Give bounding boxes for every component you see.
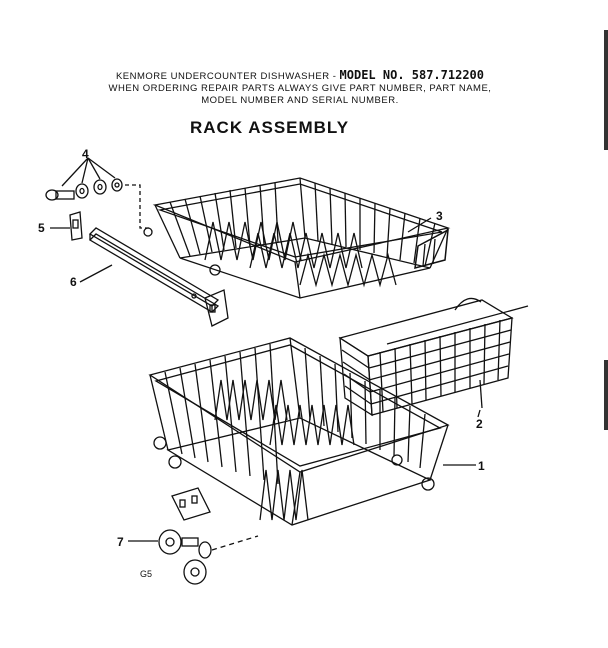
page-title: RACK ASSEMBLY	[190, 118, 350, 137]
callout-2: 2	[476, 417, 483, 431]
ordering-instructions-continued: MODEL NUMBER AND SERIAL NUMBER.	[201, 95, 399, 106]
rail-end-cap	[50, 211, 83, 241]
wheel-clip	[171, 487, 211, 521]
model-number: MODEL NO. 587.712200	[339, 68, 485, 82]
lower-rack	[148, 337, 450, 526]
upper-rack	[143, 177, 451, 299]
rack-rail	[79, 227, 229, 327]
stop-bumper-assembly	[45, 157, 152, 229]
callout-1: 1	[478, 459, 485, 473]
callout-5: 5	[38, 221, 45, 235]
silverware-basket	[338, 297, 529, 417]
callout-7: 7	[117, 535, 124, 549]
callout-3: 3	[436, 209, 443, 223]
scan-edge-mark	[604, 30, 608, 150]
header-brand-text: KENMORE UNDERCOUNTER DISHWASHER -	[115, 71, 340, 82]
callout-4: 4	[82, 147, 89, 161]
header-model-line: KENMORE UNDERCOUNTER DISHWASHER - MODEL …	[40, 68, 560, 82]
wheel-and-axle	[128, 529, 259, 585]
ordering-instructions: WHEN ORDERING REPAIR PARTS ALWAYS GIVE P…	[108, 83, 492, 94]
callout-6: 6	[70, 275, 77, 289]
page-code: G5	[140, 569, 152, 579]
scan-edge-mark	[604, 360, 608, 430]
